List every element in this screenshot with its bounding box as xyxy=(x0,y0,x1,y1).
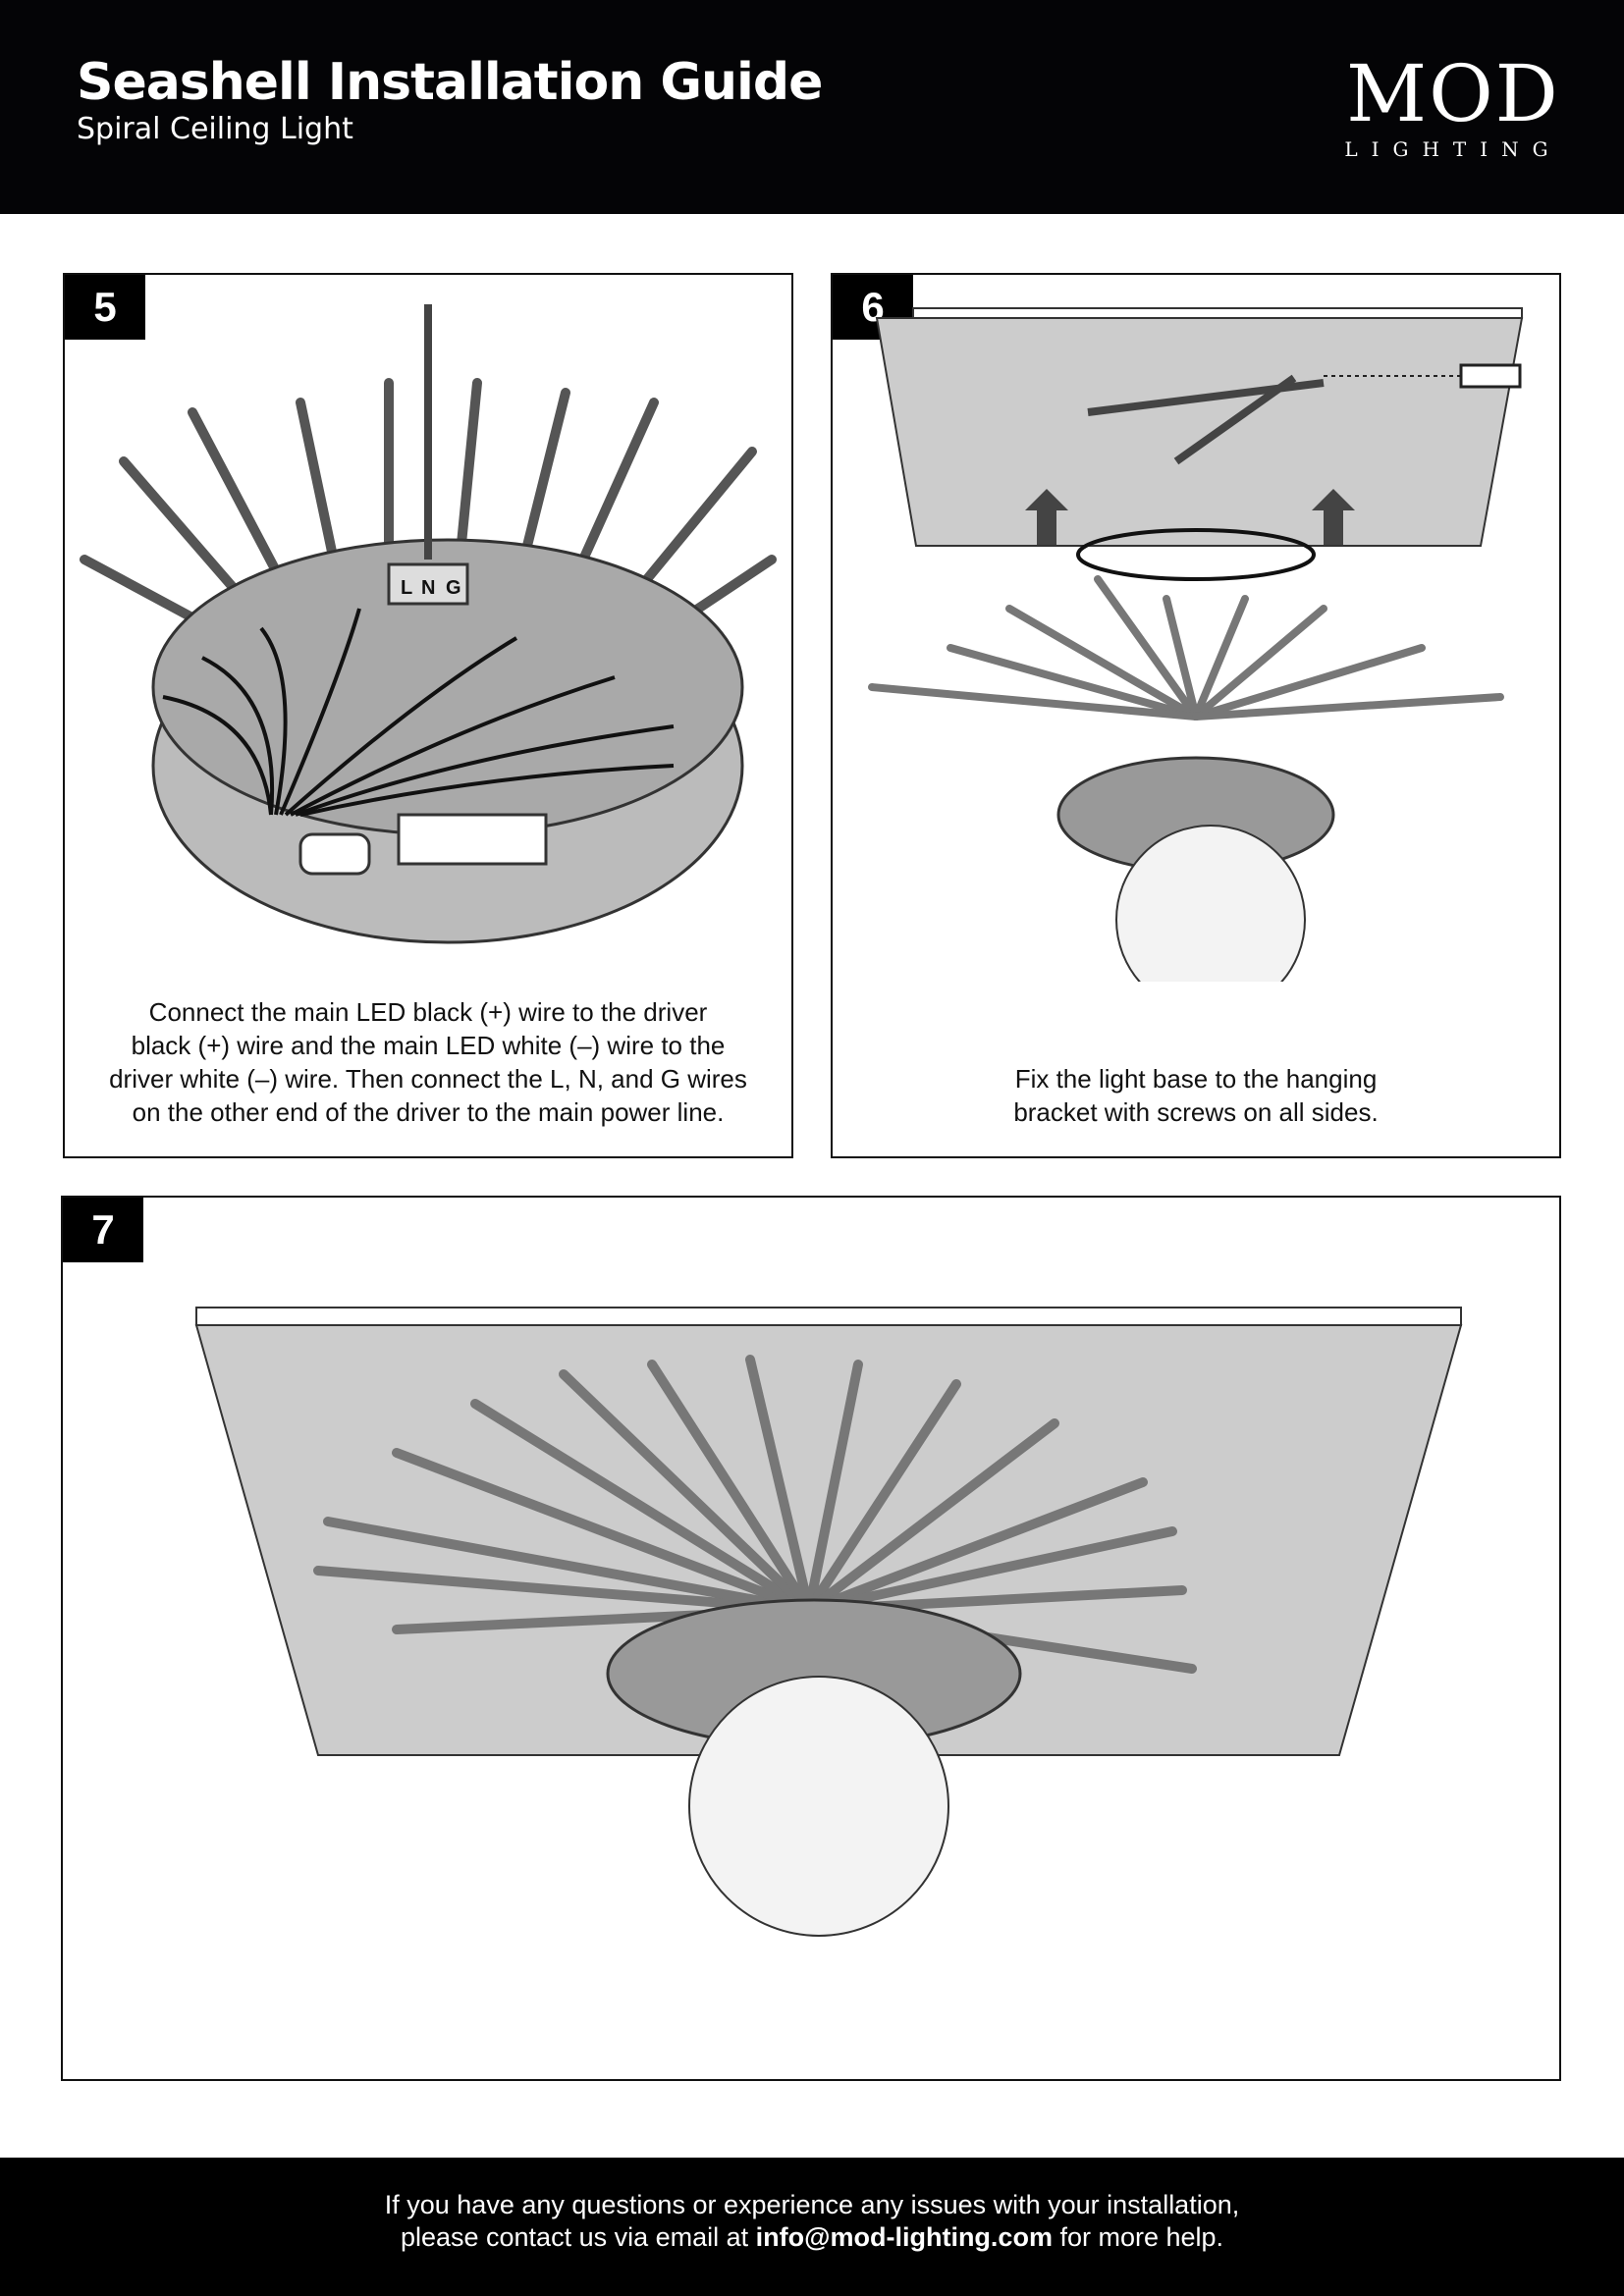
terminal-l: L xyxy=(401,577,412,599)
step-6-panel: 6 Fix the light base to the hanging brac… xyxy=(831,273,1561,1158)
footer-line-1: If you have any questions or experience … xyxy=(384,2190,1240,2219)
ceiling xyxy=(194,1324,1463,1756)
installed-light-illustration xyxy=(194,1307,1463,1937)
driver xyxy=(397,813,548,866)
mounting-illustration xyxy=(868,307,1524,982)
caption-line: black (+) wire and the main LED white (–… xyxy=(131,1031,726,1060)
terminal-block: L N G xyxy=(387,562,469,606)
caption-line: Connect the main LED black (+) wire to t… xyxy=(148,997,708,1027)
step-number: 5 xyxy=(65,275,145,340)
ceiling xyxy=(875,317,1524,547)
footer-text: for more help. xyxy=(1059,2222,1224,2252)
footer-text: please contact us via email at xyxy=(400,2222,749,2252)
rotate-arrow-icon xyxy=(1076,528,1316,581)
step-5-panel: 5 L N G Connect the main LED black (+) w… xyxy=(63,273,793,1158)
wiring-illustration: L N G xyxy=(80,304,777,944)
page-title: Seashell Installation Guide xyxy=(77,53,823,112)
caption-line: on the other end of the driver to the ma… xyxy=(132,1097,725,1127)
footer: If you have any questions or experience … xyxy=(0,2158,1624,2296)
step-6-caption: Fix the light base to the hanging bracke… xyxy=(833,1062,1559,1129)
wires xyxy=(162,608,675,817)
terminal-g: G xyxy=(446,577,461,599)
footer-line-2: please contact us via email at info@mod-… xyxy=(0,2221,1624,2254)
screwdriver-icon xyxy=(1459,363,1522,389)
caption-line: bracket with screws on all sides. xyxy=(1013,1097,1379,1127)
logo-sub: LIGHTING xyxy=(1344,137,1562,161)
terminal-n: N xyxy=(421,577,435,599)
contact-email-link[interactable]: info@mod-lighting.com xyxy=(755,2222,1053,2252)
header: Seashell Installation Guide Spiral Ceili… xyxy=(0,0,1624,214)
step-number: 7 xyxy=(63,1198,143,1262)
page-subtitle: Spiral Ceiling Light xyxy=(77,112,353,146)
step-5-caption: Connect the main LED black (+) wire to t… xyxy=(65,995,791,1129)
brand-logo: MOD LIGHTING xyxy=(1335,48,1571,162)
logo-main: MOD xyxy=(1346,48,1560,139)
caption-line: driver white (–) wire. Then connect the … xyxy=(109,1064,747,1094)
caption-line: Fix the light base to the hanging xyxy=(1014,1064,1378,1094)
step-7-panel: 7 xyxy=(61,1196,1561,2081)
globe xyxy=(688,1676,949,1937)
globe xyxy=(1115,825,1306,982)
